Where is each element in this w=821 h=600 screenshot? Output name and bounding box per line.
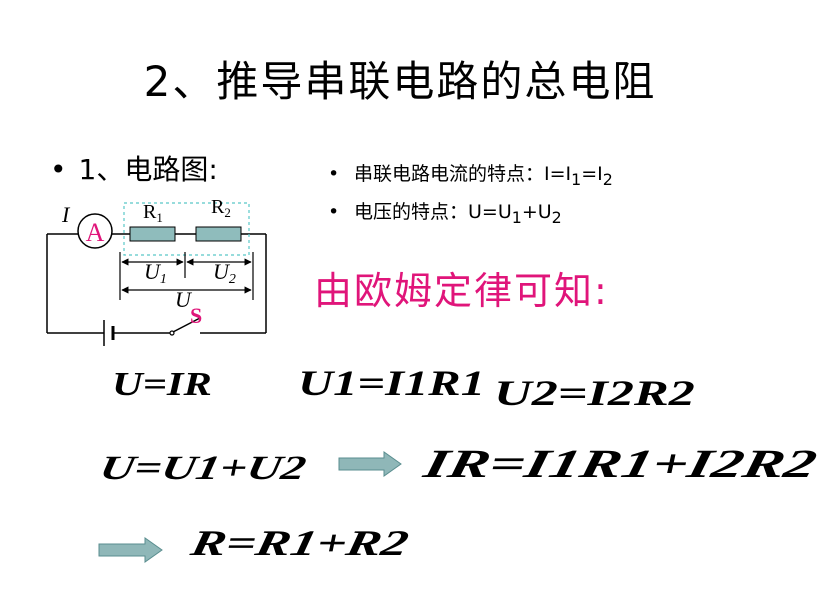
voltage-characteristic-text: 电压的特点：U=U	[354, 200, 512, 223]
current-characteristic-text: 串联电路电流的特点：I=I	[354, 163, 572, 185]
current-sub-2: 2	[602, 169, 613, 189]
characteristics-list: •串联电路电流的特点：I=I1=I2 •电压的特点：U=U1+U2	[328, 158, 613, 234]
bullet-dot: •	[328, 163, 340, 185]
voltage-sub-1: 1	[511, 207, 522, 227]
equation-ir-sum: IR=I1R1+I2R2	[419, 441, 821, 486]
switch-label: S	[190, 303, 202, 328]
circuit-wires	[46, 233, 267, 334]
equation-u-ir: U=IR	[112, 366, 212, 403]
series-dashed-box	[123, 202, 250, 256]
voltage-characteristic: • 电压的特点：U=U1+U2	[328, 196, 613, 234]
ammeter-label: A	[86, 218, 105, 247]
r1-label: R1	[143, 201, 163, 225]
voltage-sub-2: 2	[551, 207, 562, 227]
current-sub-1: 1	[571, 169, 582, 189]
resistor-r1	[129, 226, 176, 242]
current-label: I	[61, 202, 71, 227]
arrow-right-1	[338, 451, 402, 477]
bullet-dot: •	[328, 200, 340, 223]
equation-u1-i1r1: U1=I1R1	[298, 363, 486, 403]
voltage-mid: +U	[521, 200, 552, 223]
u-label: U	[175, 287, 193, 312]
switch-lever	[172, 317, 201, 333]
bullet-dot: •	[50, 153, 67, 186]
ohm-law-heading: 由欧姆定律可知:	[314, 269, 609, 313]
equation-u2-i2r2: U2=I2R2	[494, 373, 695, 413]
resistor-r2	[195, 226, 242, 242]
u2-label: U2	[213, 259, 236, 287]
equation-r-sum: R=R1+R2	[187, 523, 412, 563]
ammeter	[77, 213, 113, 249]
bullet-circuit-diagram-label: 1、电路图:	[78, 153, 218, 186]
circuit-diagram: A I R1 R2 U1 U2 U S	[46, 196, 402, 563]
arrow-right-2	[98, 537, 163, 563]
current-mid: =I	[581, 163, 603, 185]
bullet-circuit-diagram: • 1、电路图:	[50, 148, 218, 188]
voltage-markers	[119, 252, 254, 300]
equation-u-sum: U=U1+U2	[96, 450, 309, 487]
r2-label: R2	[211, 196, 231, 220]
slide-title: 2、推导串联电路的总电阻	[143, 57, 657, 106]
current-characteristic: • 串联电路电流的特点：I=I1=I2	[328, 158, 613, 196]
u1-label: U1	[144, 259, 167, 287]
